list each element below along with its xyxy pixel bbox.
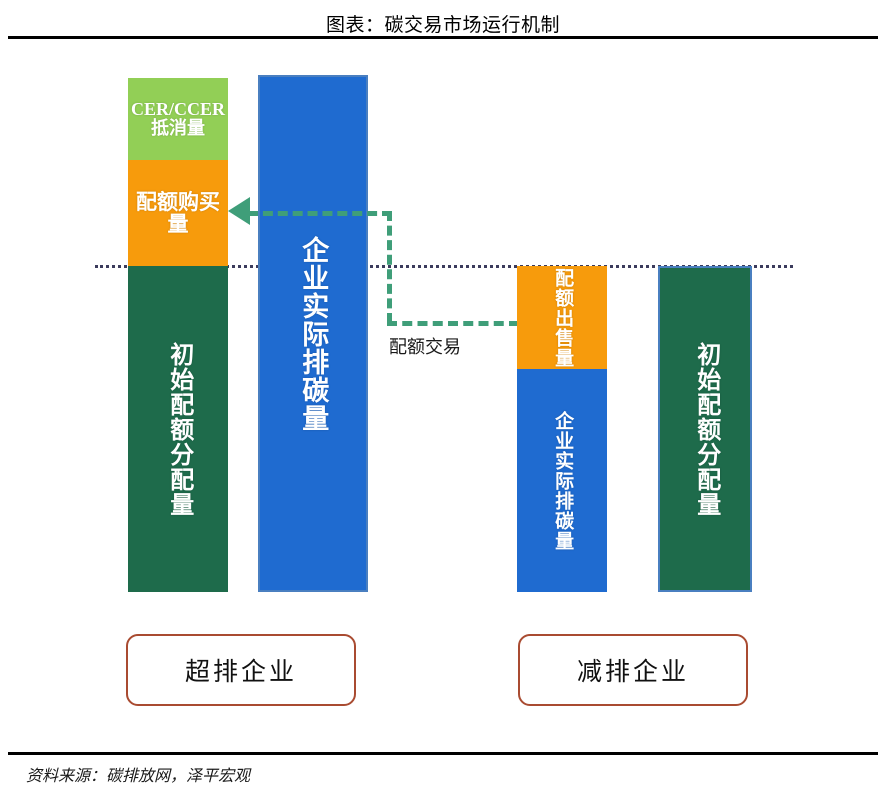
flow-line-top	[248, 211, 392, 216]
bar-actual-emission-right: 企业实际排碳量	[517, 369, 607, 592]
cap-reference-line	[95, 265, 793, 268]
bar-segment-initial-allocation-right-label: 初始配额分配量	[692, 341, 719, 517]
source-note: 资料来源：碳排放网，泽平宏观	[26, 768, 251, 785]
firm-category-reducing: 减排企业	[518, 634, 748, 706]
bar-segment-cer-offset-label: CER/CCER抵消量	[130, 98, 225, 138]
flow-line-vertical	[387, 211, 392, 323]
bar-segment-initial-allocation-left-label: 初始配额分配量	[165, 341, 192, 517]
firm-category-over-emitting-label: 超排企业	[184, 659, 297, 686]
bar-segment-allowance-purchase: 配额购买量	[128, 160, 228, 266]
firm-category-over-emitting: 超排企业	[126, 634, 356, 706]
diagram-canvas: CER/CCER抵消量 配额购买量 初始配额分配量 企业实际排碳量 配额交易 配…	[0, 40, 886, 740]
bar-segment-initial-allocation-left: 初始配额分配量	[128, 266, 228, 592]
flow-label-allowance-trading: 配额交易	[389, 337, 461, 357]
bar-actual-emission-right-label: 企业实际排碳量	[552, 410, 574, 551]
bar-actual-emission-left-label: 企业实际排碳量	[298, 235, 329, 432]
bar-segment-initial-allocation-right: 初始配额分配量	[658, 266, 752, 592]
bar-segment-allowance-purchase-label: 配额购买量	[136, 189, 220, 236]
page-title: 图表：碳交易市场运行机制	[325, 15, 560, 36]
bar-segment-allowance-sold-label: 配额出售量	[552, 267, 574, 368]
bar-segment-cer-offset: CER/CCER抵消量	[128, 78, 228, 160]
source-divider	[8, 752, 878, 755]
bar-segment-allowance-sold: 配额出售量	[517, 266, 607, 369]
title-divider-top	[8, 36, 878, 39]
left-arrow-icon	[228, 197, 250, 225]
bar-actual-emission-left: 企业实际排碳量	[258, 75, 368, 592]
flow-line-bottom	[387, 321, 519, 326]
firm-category-reducing-label: 减排企业	[576, 659, 689, 686]
